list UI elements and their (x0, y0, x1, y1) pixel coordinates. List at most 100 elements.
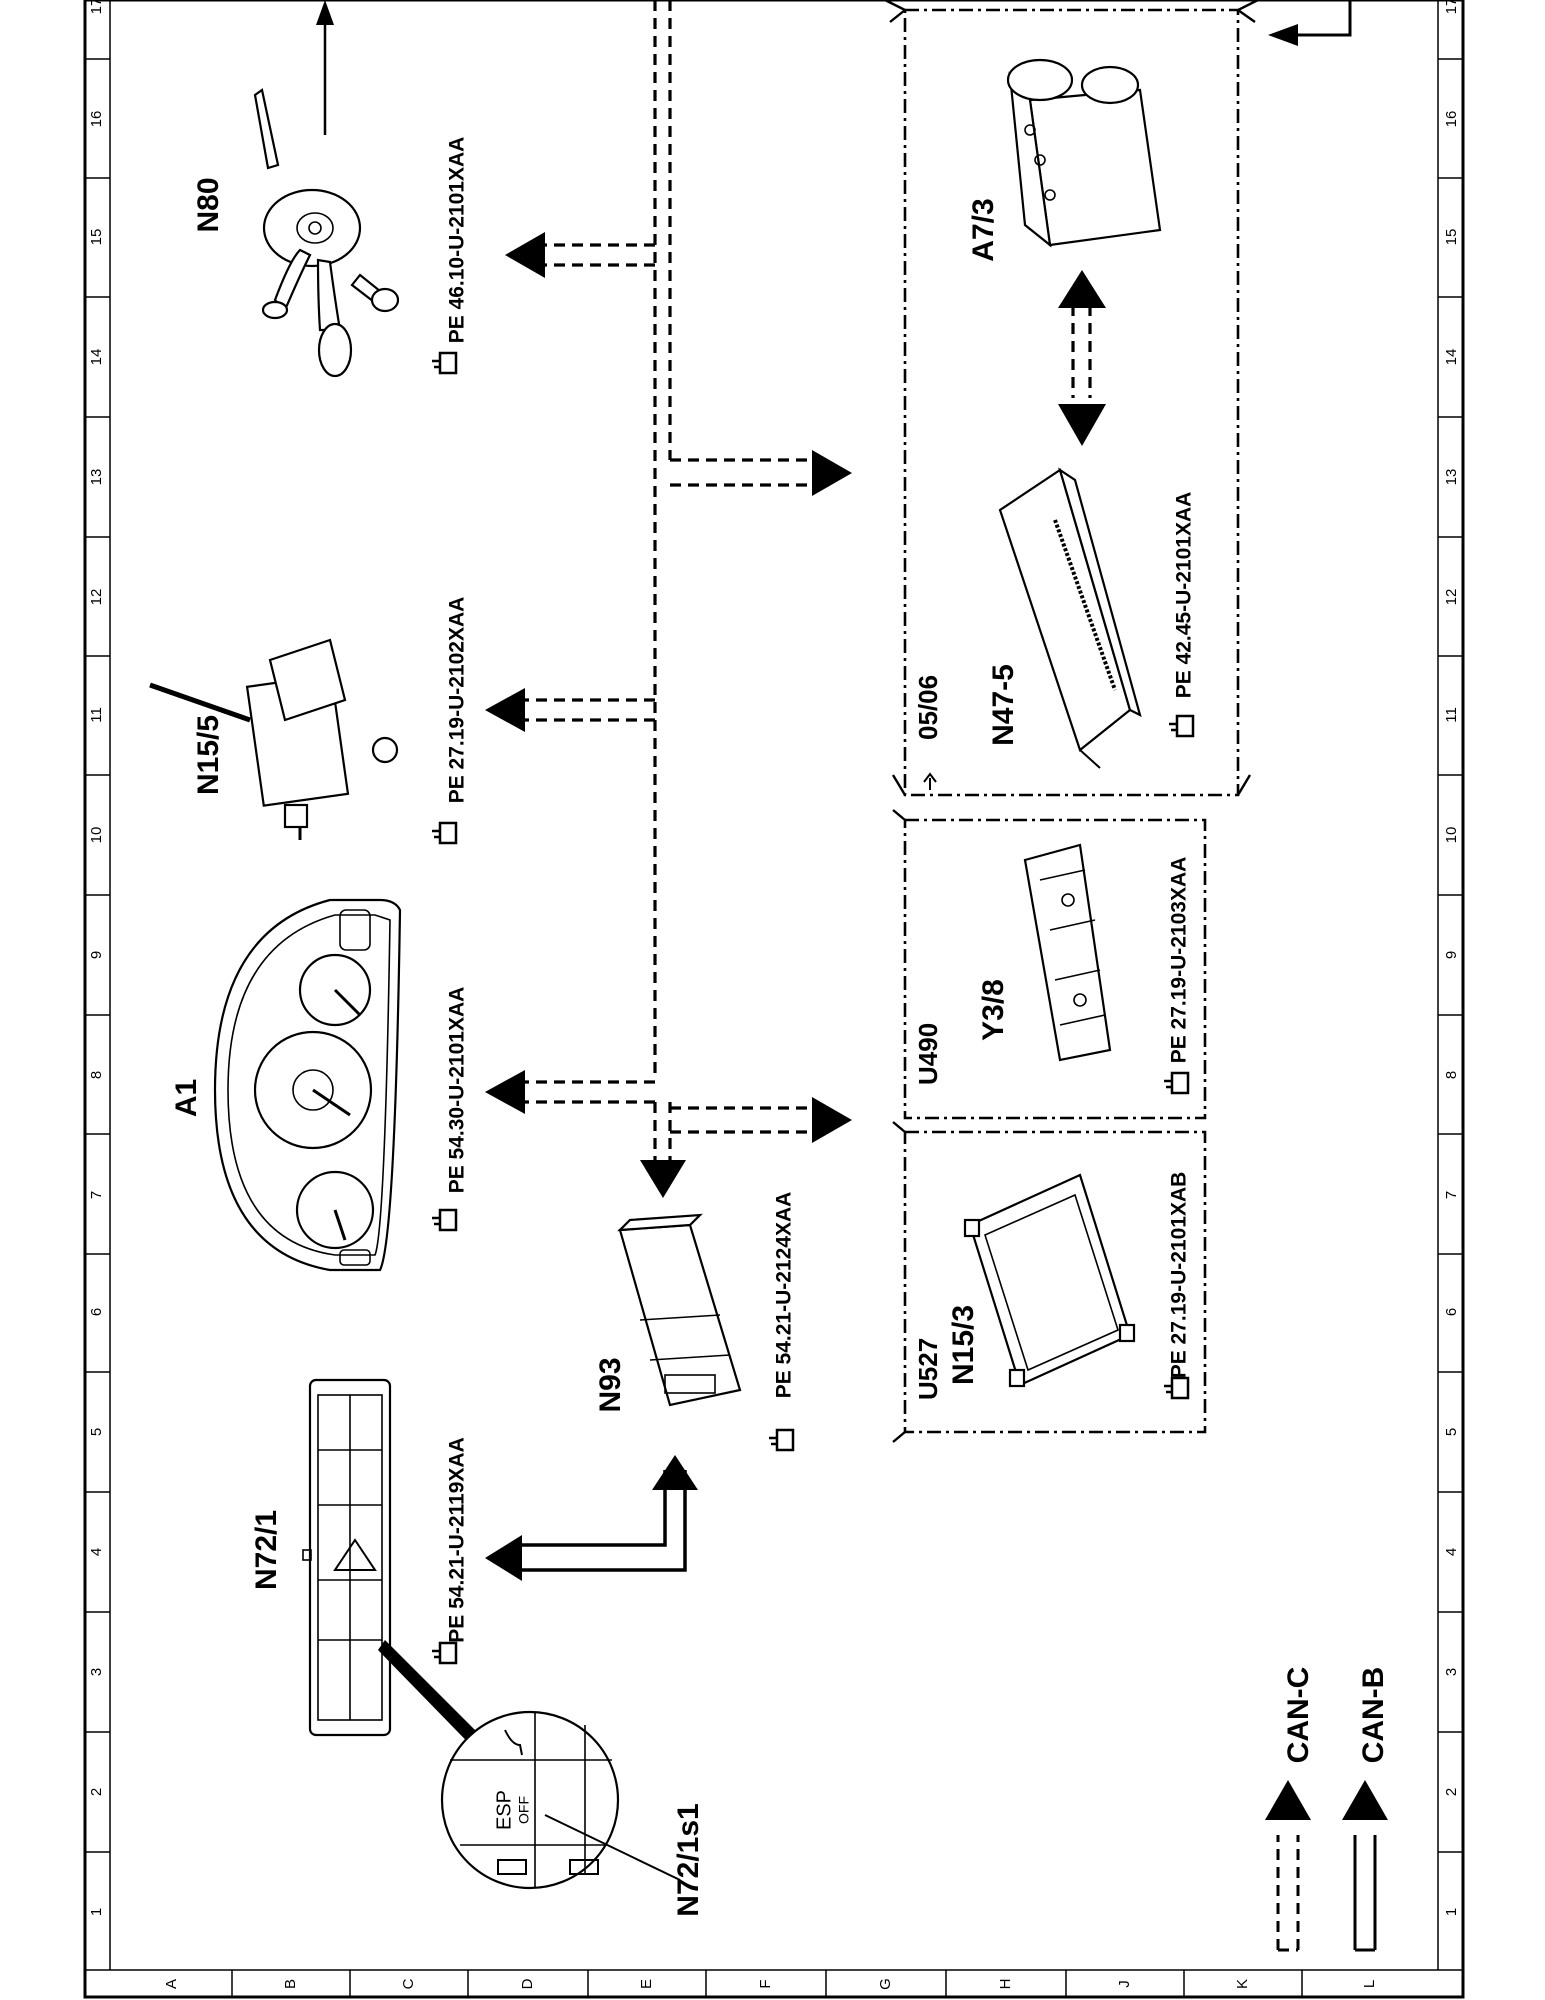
arrow-to-n93-from-n72-1 (652, 1455, 698, 1490)
ref-n72-1: PE 54.21-U-2119XAA (446, 1437, 469, 1642)
zone-number: 12 (1443, 589, 1460, 606)
zone-number: 3 (1443, 1668, 1460, 1676)
y3-8-valve-body (1023, 843, 1112, 1062)
zone-number: 6 (1443, 1308, 1460, 1316)
ref-n93: PE 54.21-U-2124XAA (773, 1192, 796, 1399)
label-a7-3: A7/3 (967, 198, 1000, 261)
zone-number: 16 (88, 111, 105, 128)
zone-number: 7 (88, 1191, 105, 1199)
ref-n15-3: PE 27.19-U-2101XAB (1168, 1172, 1191, 1379)
zone-number: 10 (88, 827, 105, 844)
arrow-to-n93 (640, 1160, 686, 1198)
arrow-to-a1 (485, 1070, 525, 1114)
can-b-bus (485, 1455, 698, 1581)
zone-number: 7 (1443, 1191, 1460, 1199)
group-u490: U490 (892, 809, 1207, 1120)
zone-number: 4 (1443, 1548, 1460, 1556)
zone-number: 11 (88, 707, 105, 723)
zone-letter: B (282, 1979, 299, 1989)
hazard-warning-icon (333, 1538, 377, 1571)
zone-number: 9 (88, 951, 105, 959)
legend-label-can-b: CAN-B (1357, 1667, 1390, 1764)
reference-hand-icon (432, 1208, 458, 1232)
zone-number: 5 (1443, 1428, 1460, 1436)
legend-can-b-symbol (1342, 1780, 1388, 1952)
zone-letter: L (1361, 1980, 1378, 1988)
seat-icon (504, 1729, 523, 1756)
zoom-label-esp: ESP (493, 1790, 515, 1830)
n15-5-shifter-module (149, 638, 399, 840)
zone-letter-scale: A B C D E F G H J K L (163, 1970, 1378, 1997)
reference-hand-icon (432, 351, 458, 375)
group-label-u527: U527 (913, 1338, 943, 1400)
arrow-to-u490-group (812, 1097, 852, 1143)
zone-number: 13 (88, 469, 105, 486)
zone-letter: H (997, 1979, 1014, 1990)
zone-number: 10 (1443, 827, 1460, 844)
arrow-to-a7-3 (1058, 270, 1106, 308)
external-link (316, 0, 1352, 135)
zone-letter: A (163, 1979, 180, 1989)
zone-number: 15 (1443, 229, 1460, 246)
zone-letter: C (400, 1978, 417, 1989)
legend-can-c-symbol (1265, 1780, 1311, 1952)
n15-3-transmission-control-unit (963, 1173, 1136, 1388)
reference-hand-icon (1164, 1376, 1190, 1400)
label-n47-5: N47-5 (987, 664, 1020, 746)
zone-number: 16 (1443, 111, 1460, 128)
arrow-to-n47-5-group (812, 450, 852, 496)
arrow-up-n80 (316, 0, 334, 25)
group-u527: U527 (892, 1121, 1207, 1443)
arrow-to-n72-1 (485, 1535, 522, 1581)
zone-number: 9 (1443, 951, 1460, 959)
switch-led-icon (497, 1859, 527, 1875)
label-a1: A1 (170, 1079, 203, 1117)
label-n72-1s1: N72/1s1 (672, 1803, 705, 1916)
ref-n80: PE 46.10-U-2101XAA (446, 137, 469, 344)
zone-number: 13 (1443, 469, 1460, 486)
label-n93: N93 (594, 1357, 627, 1412)
zone-number: 17 (1443, 0, 1460, 14)
arrow-external (1268, 24, 1298, 46)
reference-hand-icon (1164, 1071, 1190, 1095)
ref-a1: PE 54.30-U-2101XAA (446, 987, 469, 1194)
zone-number: 6 (88, 1308, 105, 1316)
zone-number-scale: 1 1 2 2 3 3 4 4 5 5 6 6 7 7 8 8 9 9 10 1… (85, 0, 1463, 1916)
n93-central-gateway (617, 1213, 742, 1407)
zone-number: 17 (88, 0, 105, 14)
group-label-u490: U490 (913, 1023, 943, 1085)
zone-number: 14 (88, 349, 105, 366)
zone-number: 2 (88, 1788, 105, 1796)
zone-number: 8 (1443, 1071, 1460, 1079)
zone-number: 1 (1443, 1908, 1460, 1916)
ref-n15-5: PE 27.19-U-2102XAA (446, 597, 469, 804)
zone-number: 15 (88, 229, 105, 246)
zone-letter: K (1234, 1979, 1251, 1989)
group-n47-5: 05/06 (884, 0, 1259, 797)
reference-hand-icon (432, 821, 458, 845)
ref-y3-8: PE 27.19-U-2103XAA (1168, 857, 1191, 1064)
n80-steering-column-module (253, 88, 400, 378)
zone-letter: J (1116, 1980, 1133, 1988)
zone-number: 1 (88, 1908, 105, 1916)
zone-number: 2 (1443, 1788, 1460, 1796)
zone-number: 8 (88, 1071, 105, 1079)
zoom-label-off: OFF (516, 1796, 532, 1824)
reference-hand-icon (1169, 714, 1195, 738)
label-n80: N80 (192, 177, 225, 232)
label-y3-8: Y3/8 (977, 979, 1010, 1041)
n72-1-upper-control-panel (302, 1378, 392, 1737)
arrow-to-n15-5 (485, 688, 525, 732)
n47-5-esp-control-unit (998, 467, 1142, 769)
reference-hand-icon (769, 1428, 795, 1452)
label-n15-3: N15/3 (947, 1305, 980, 1385)
can-c-bus (485, 0, 1106, 1198)
legend-label-can-c: CAN-C (1282, 1667, 1315, 1764)
a7-3-hydraulic-unit (1006, 58, 1162, 248)
zone-number: 3 (88, 1668, 105, 1676)
zone-number: 14 (1443, 349, 1460, 366)
zone-letter: G (877, 1978, 894, 1990)
n72-1s1-esp-off-switch-detail (378, 1640, 681, 1890)
zone-number: 5 (88, 1428, 105, 1436)
